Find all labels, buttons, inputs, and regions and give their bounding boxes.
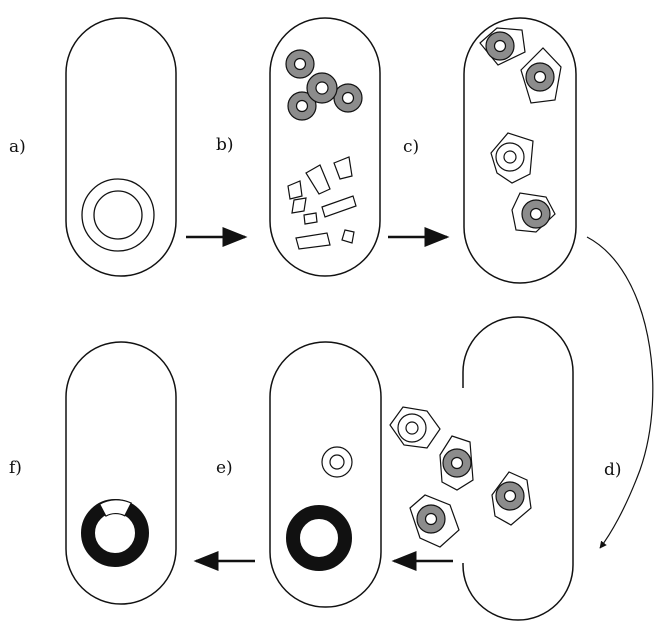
- budding-virion-d3: [491, 471, 532, 526]
- budding-virion-d2: [439, 435, 474, 491]
- thick-ring-e: [286, 505, 352, 571]
- budding-virion-d1: [389, 406, 441, 449]
- panel-e: [269, 341, 382, 608]
- outer-ring-a: [81, 178, 155, 252]
- ring-gap-f: [98, 499, 133, 517]
- enveloped-capsid-c4: [511, 192, 556, 233]
- cell-a: [65, 17, 177, 277]
- enveloped-capsid-c2: [520, 47, 562, 104]
- small-core-e-inner: [329, 454, 345, 470]
- panel-label-b: b): [216, 135, 234, 155]
- capsid-cluster-b: [285, 49, 363, 121]
- arrow-c-to-d: [586, 236, 654, 549]
- panel-label-d: d): [604, 460, 622, 480]
- cell-d-membrane: [462, 316, 574, 621]
- panel-c: [463, 17, 577, 284]
- budding-virion-d4: [409, 494, 460, 548]
- panel-label-a: a): [9, 137, 26, 157]
- panel-f: [65, 341, 177, 605]
- inner-ring-a: [93, 190, 143, 240]
- panel-label-c: c): [403, 137, 420, 157]
- panel-a: [65, 17, 177, 277]
- panel-b: [269, 17, 381, 277]
- enveloped-capsid-c1: [479, 27, 526, 66]
- panel-label-f: f): [9, 458, 22, 478]
- ring-fragments-b: [287, 156, 357, 250]
- panel-d: [389, 316, 574, 621]
- panel-label-e: e): [216, 458, 233, 478]
- enveloped-core-c3: [490, 132, 534, 184]
